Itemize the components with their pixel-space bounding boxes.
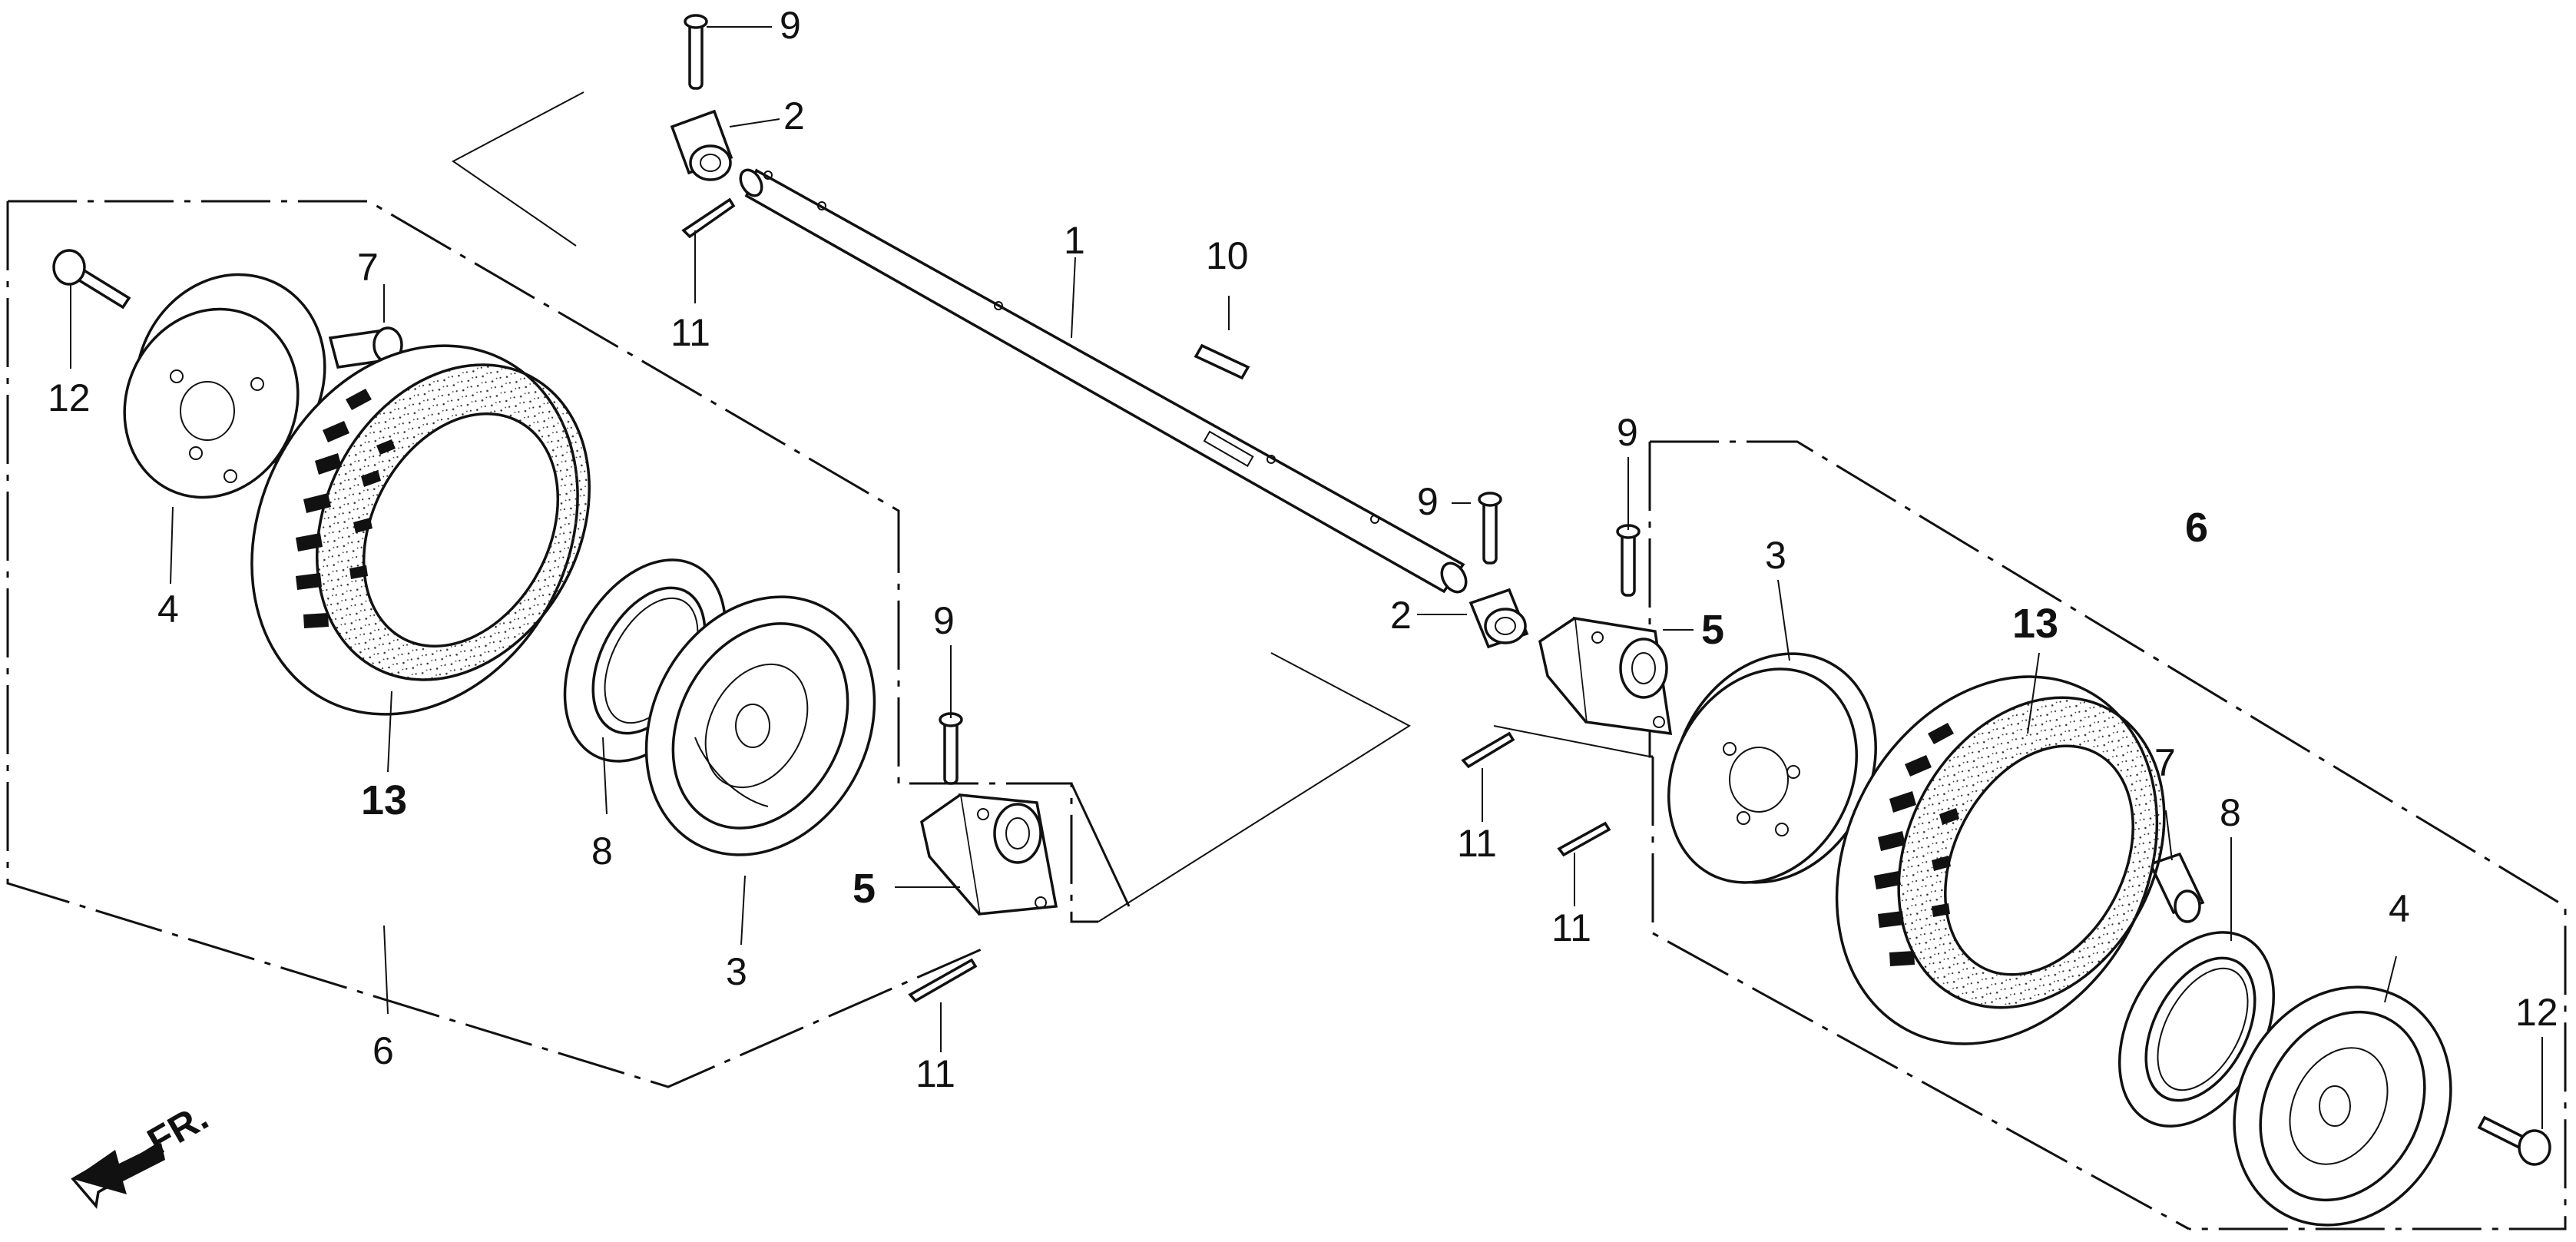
pin-left-hub — [939, 712, 963, 785]
cotter-pin-center-a — [1461, 731, 1515, 769]
pin-center — [1478, 492, 1502, 565]
bearing-ring-right — [2117, 931, 2276, 1128]
callout-13-right: 13 — [2012, 601, 2058, 647]
cotter-pin-top — [681, 197, 736, 239]
rim-half-inner-right — [1667, 652, 1877, 884]
callout-1: 1 — [1064, 219, 1085, 262]
callout-9-right: 9 — [1617, 411, 1638, 454]
callout-10: 10 — [1206, 234, 1249, 277]
callout-12-left: 12 — [48, 376, 91, 419]
callout-labels: 1 2 2 3 3 3 4 4 5 5 6 6 7 7 8 8 9 9 9 9 … — [48, 4, 2558, 1095]
cotter-pin-center-b — [1557, 821, 1611, 857]
front-direction-arrow: FR. — [71, 1095, 215, 1209]
tread-pattern-left — [296, 389, 396, 628]
hub-left — [920, 793, 1058, 916]
key — [1194, 343, 1250, 380]
rim-half-outer-right — [2233, 985, 2452, 1227]
valve-stem-right — [2148, 852, 2205, 923]
cotter-pin-bottom — [908, 958, 978, 1003]
hub-right — [1538, 616, 1673, 736]
shaft-guide-lines — [452, 91, 1651, 922]
callout-12-right: 12 — [2515, 991, 2558, 1034]
bolt-right — [2477, 1115, 2551, 1166]
assembly-outline-left — [6, 200, 1131, 1088]
callout-9-center: 9 — [1417, 480, 1439, 523]
pin-right — [1616, 524, 1641, 597]
callout-7-right: 7 — [2154, 741, 2176, 784]
callout-11-bottom: 11 — [916, 1052, 955, 1095]
callout-13-left: 13 — [361, 777, 407, 823]
callout-11-top: 11 — [670, 311, 710, 354]
callout-5-right: 5 — [1701, 607, 1724, 653]
collar-top — [670, 109, 733, 181]
callout-3-right-rim: 3 — [1765, 534, 1786, 577]
rim-half-outer-left — [123, 273, 326, 499]
callout-11-center-a: 11 — [1457, 822, 1497, 865]
rim-half-inner-left — [644, 595, 876, 856]
callout-8-right: 8 — [2220, 791, 2241, 834]
callout-8-left: 8 — [591, 830, 613, 873]
callout-4-left: 4 — [157, 588, 179, 631]
callout-2-center: 2 — [1390, 594, 1412, 637]
axle-shaft — [739, 168, 1468, 594]
bolt-left — [52, 249, 131, 310]
callout-9-left: 9 — [933, 599, 955, 642]
callout-4-right: 4 — [2389, 887, 2410, 930]
callout-3-left-rim: 3 — [726, 950, 747, 993]
callout-9-top: 9 — [780, 4, 801, 47]
callout-2-top: 2 — [783, 94, 805, 137]
tire-right — [1835, 675, 2166, 1045]
callout-11-center-b: 11 — [1551, 906, 1591, 949]
leader-lines — [70, 26, 2543, 1129]
callout-6-left: 6 — [372, 1029, 394, 1072]
collar-center — [1468, 588, 1529, 649]
tread-pattern-right — [1874, 723, 1959, 966]
pin-top — [684, 14, 708, 90]
callout-6-right: 6 — [2185, 505, 2208, 551]
tire-left — [250, 344, 591, 716]
callout-7-left: 7 — [357, 246, 379, 289]
callout-5-left: 5 — [853, 866, 876, 912]
